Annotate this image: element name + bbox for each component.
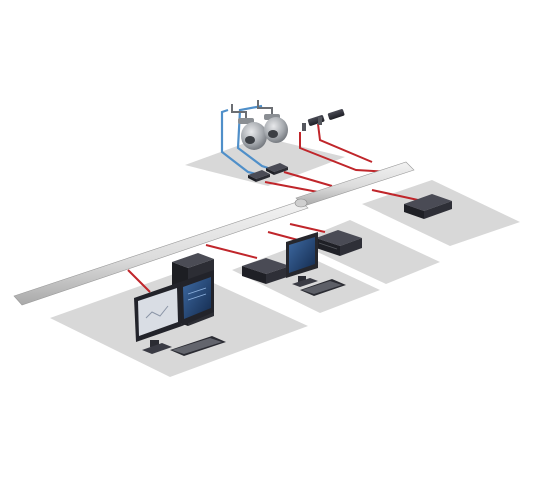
cable-client bbox=[267, 231, 299, 241]
ptz-dome-camera-icon bbox=[238, 118, 267, 150]
storage-array-icon bbox=[316, 230, 362, 256]
video-encoder-icon bbox=[266, 163, 288, 175]
cable-server bbox=[205, 244, 258, 259]
server-unit-icon bbox=[242, 258, 290, 284]
blue-cable-a bbox=[220, 108, 257, 176]
cable-storage bbox=[289, 223, 326, 233]
backbone-segment-main bbox=[13, 200, 309, 306]
keyboard-icon bbox=[170, 336, 226, 356]
cable-box-camera-b bbox=[317, 123, 373, 163]
network-recorder-icon bbox=[404, 194, 452, 219]
workstation-monitor-icon bbox=[180, 270, 214, 326]
cable-box-camera-a bbox=[299, 132, 393, 173]
box-camera-icon bbox=[318, 109, 345, 125]
workstation-monitor-icon bbox=[134, 282, 182, 354]
cable-recorder bbox=[371, 189, 419, 201]
cable-camera-link-b bbox=[283, 171, 333, 187]
workstation-monitor-icon bbox=[286, 232, 318, 287]
network-cables bbox=[127, 123, 419, 293]
camera-cables bbox=[220, 104, 269, 176]
backbone-joint bbox=[294, 198, 308, 208]
blue-cable-b bbox=[236, 104, 269, 170]
ptz-dome-camera-icon bbox=[264, 114, 288, 143]
network-backbone bbox=[13, 161, 415, 306]
keyboard-icon bbox=[300, 279, 346, 296]
cable-workstation bbox=[127, 269, 151, 293]
cable-camera-link-a bbox=[264, 181, 319, 193]
recorder-zone-platform bbox=[362, 180, 520, 246]
video-encoder-icon bbox=[248, 170, 270, 182]
camera-mounts bbox=[231, 100, 273, 120]
